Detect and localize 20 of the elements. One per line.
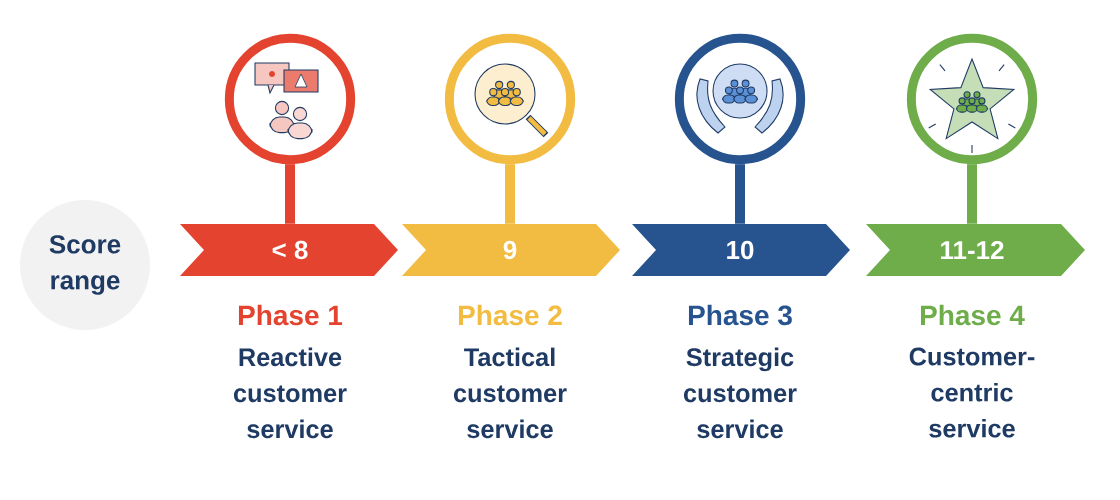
score-banner: < 8: [180, 224, 398, 276]
icon-ring: [906, 33, 1038, 165]
phase-label: Phase 2: [458, 304, 562, 326]
phase-label: Phase 4: [920, 304, 1025, 326]
connector-stem: [285, 164, 295, 224]
connector-stem: [967, 164, 977, 224]
connector-stem: [735, 164, 745, 224]
score-banner: 9: [402, 224, 620, 276]
score-banner: 10: [632, 224, 850, 276]
phase-description: Strategic customer service: [683, 347, 797, 439]
phase-label: Phase 3: [688, 304, 792, 326]
phase-description: Tactical customer service: [453, 347, 567, 439]
icon-ring: [224, 33, 356, 165]
phase-description: Reactive customer service: [233, 347, 347, 439]
connector-stem: [505, 164, 515, 224]
phase-description: Customer-centric service: [909, 347, 1035, 438]
score-banner: 11-12: [866, 224, 1085, 276]
icon-ring: [444, 33, 576, 165]
icon-ring: [674, 33, 806, 165]
phase-label: Phase 1: [238, 304, 343, 326]
